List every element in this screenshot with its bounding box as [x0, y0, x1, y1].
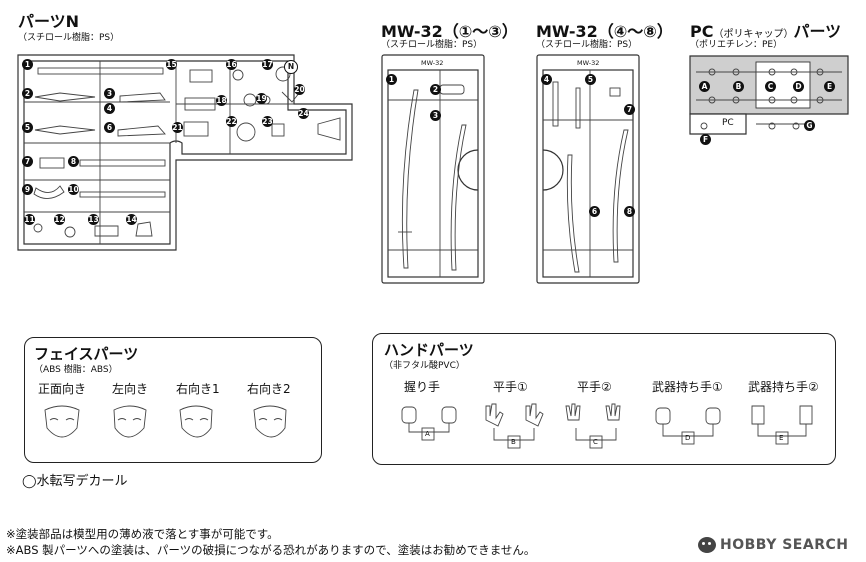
pc-letter-e: E — [824, 81, 835, 92]
part-number-21: 21 — [172, 122, 183, 133]
pc-letter-g: G — [804, 120, 815, 131]
part-number-12: 12 — [54, 214, 65, 225]
face-front-drawing — [44, 405, 80, 438]
pc-material: （ポリエチレン：PE） — [690, 40, 783, 50]
part-number-23: 23 — [262, 116, 273, 127]
part-number-13: 13 — [88, 214, 99, 225]
hand-parts-panel — [372, 333, 836, 465]
part-number-6: 6 — [104, 122, 115, 133]
hand-flat2-drawing — [565, 403, 621, 449]
hand-parts-title: ハンドパーツ — [384, 341, 474, 359]
note-2: ※ABS 製パーツへの塗装は、パーツの破損につながる恐れがありますので、塗装はお… — [6, 543, 536, 557]
part-number-16: 16 — [226, 59, 237, 70]
mw32-a-number-3: 3 — [430, 110, 441, 121]
part-number-22: 22 — [226, 116, 237, 127]
part-number-1: 1 — [22, 59, 33, 70]
mw32-b-title: MW-32（④～⑧） — [536, 22, 673, 41]
hand-label-weapon2: 武器持ち手② — [748, 380, 819, 394]
pc-tag: PC — [722, 118, 734, 128]
mw32-b-number-5: 5 — [585, 74, 596, 85]
mw32-a-material: （スチロール樹脂：PS） — [381, 40, 483, 50]
hand-label-grip: 握り手 — [404, 380, 441, 394]
hand-weapon1-drawing — [655, 407, 721, 445]
watermark-text: HOBBY SEARCH — [720, 537, 849, 553]
pc-title: PC（ポリキャップ）パーツ — [690, 18, 841, 42]
face-label-right1: 右向き1 — [176, 382, 220, 396]
mw32-b-number-8: 8 — [624, 206, 635, 217]
face-right1-drawing — [179, 405, 213, 438]
pc-title-small: （ポリキャップ） — [713, 29, 794, 40]
hand-weapon1-letter: D — [685, 434, 691, 442]
face-parts-panel — [24, 337, 322, 463]
part-number-11: 11 — [24, 214, 35, 225]
decal-label: ◯水転写デカール — [22, 474, 128, 489]
face-label-right2: 右向き2 — [247, 382, 291, 396]
mw32-a-number-1: 1 — [386, 74, 397, 85]
pc-letter-a: A — [699, 81, 710, 92]
pc-title-end: パーツ — [793, 22, 842, 41]
mw32-a-tag: MW-32 — [421, 59, 444, 67]
part-number-3: 3 — [104, 88, 115, 99]
mw32-b-number-4: 4 — [541, 74, 552, 85]
hand-grip-letter: A — [425, 430, 430, 438]
mw32-a-title: MW-32（①～③） — [381, 22, 518, 41]
part-number-19: 19 — [256, 93, 267, 104]
mw32-b-number-7: 7 — [624, 104, 635, 115]
face-left-drawing — [113, 405, 147, 438]
mw32-b-tag: MW-32 — [577, 59, 600, 67]
watermark: HOBBY SEARCH — [698, 535, 858, 555]
mw32-b-number-6: 6 — [589, 206, 600, 217]
part-number-15: 15 — [166, 59, 177, 70]
part-number-4: 4 — [104, 103, 115, 114]
face-label-front: 正面向き — [38, 382, 87, 396]
part-number-10: 10 — [68, 184, 79, 195]
face-parts-material: （ABS 樹脂：ABS） — [34, 365, 118, 375]
pc-title-main: PC — [690, 22, 714, 41]
part-number-14: 14 — [126, 214, 137, 225]
pc-letter-d: D — [793, 81, 804, 92]
part-number-20: 20 — [294, 84, 305, 95]
hand-flat2-letter: C — [593, 438, 598, 446]
mw32-a-number-2: 2 — [430, 84, 441, 95]
face-label-left: 左向き — [112, 382, 149, 396]
runner-n-badge: N — [284, 60, 298, 74]
mw32-b-material: （スチロール樹脂：PS） — [536, 40, 638, 50]
part-number-18: 18 — [216, 95, 227, 106]
part-number-2: 2 — [22, 88, 33, 99]
pc-letter-c: C — [765, 81, 776, 92]
note-1: ※塗装部品は模型用の薄め液で落とす事が可能です。 — [6, 527, 279, 541]
face-parts-title: フェイスパーツ — [34, 345, 139, 363]
pc-letter-f: F — [700, 134, 711, 145]
parts-n-material: （スチロール樹脂：PS） — [18, 33, 120, 43]
hand-label-flat2: 平手② — [577, 380, 612, 394]
face-right2-drawing — [253, 405, 287, 438]
hand-flat1-letter: B — [511, 438, 516, 446]
part-number-24: 24 — [298, 108, 309, 119]
parts-n-title: パーツN — [18, 12, 80, 31]
part-number-8: 8 — [68, 156, 79, 167]
hand-parts-material: （非フタル酸PVC） — [384, 361, 465, 371]
part-number-5: 5 — [22, 122, 33, 133]
part-number-9: 9 — [22, 184, 33, 195]
hand-label-flat1: 平手① — [493, 380, 528, 394]
part-number-7: 7 — [22, 156, 33, 167]
pc-letter-b: B — [733, 81, 744, 92]
hand-weapon2-drawing — [751, 405, 813, 445]
hand-grip-drawing — [401, 406, 457, 441]
watermark-logo-icon — [698, 537, 716, 553]
hand-label-weapon1: 武器持ち手① — [652, 380, 723, 394]
hand-weapon2-letter: E — [779, 434, 784, 442]
part-number-17: 17 — [262, 59, 273, 70]
hand-flat1-drawing — [485, 403, 544, 449]
